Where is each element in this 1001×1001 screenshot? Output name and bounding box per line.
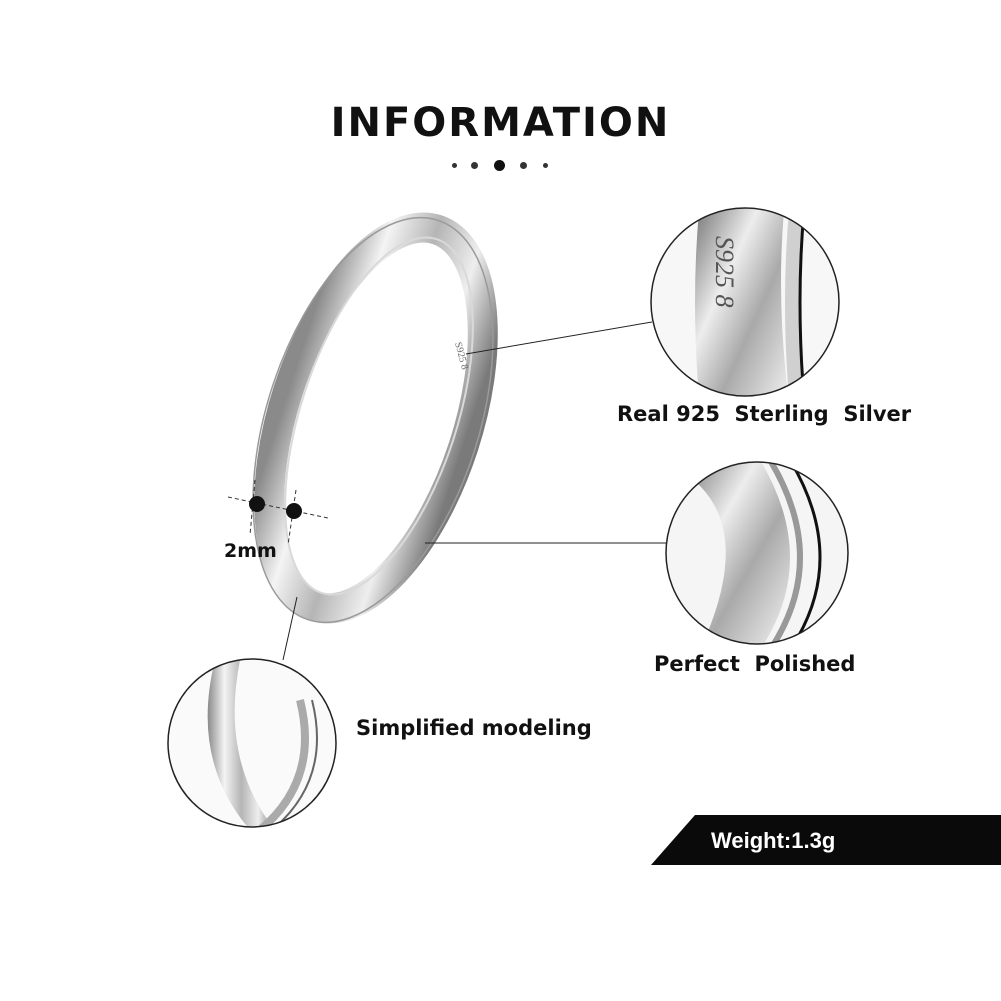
weight-label: Weight:1.3g bbox=[711, 828, 836, 853]
width-label: 2mm bbox=[224, 540, 277, 562]
detail-circle-polished bbox=[665, 461, 849, 645]
ring-image bbox=[252, 212, 498, 624]
width-marker bbox=[227, 479, 329, 546]
dot bbox=[520, 162, 527, 169]
dot bbox=[471, 162, 478, 169]
leader-line-modeling bbox=[282, 596, 298, 661]
feature-label-modeling: Simplified modeling bbox=[356, 716, 592, 740]
pagination-dots bbox=[450, 157, 550, 173]
dot-active bbox=[494, 160, 505, 171]
dot bbox=[452, 163, 457, 168]
dot bbox=[543, 163, 548, 168]
ring-engraving: S925 8 bbox=[452, 341, 470, 371]
detail-circle-modeling bbox=[167, 658, 337, 828]
feature-label-silver: Real 925 Sterling Silver bbox=[617, 402, 912, 426]
page-title: INFORMATION bbox=[330, 100, 671, 146]
weight-banner bbox=[651, 815, 1001, 865]
svg-text:S925 8: S925 8 bbox=[710, 236, 739, 308]
feature-label-polished: Perfect Polished bbox=[654, 652, 856, 676]
detail-circle-engraving: S925 8 bbox=[650, 207, 840, 397]
leader-line-silver bbox=[465, 321, 653, 355]
